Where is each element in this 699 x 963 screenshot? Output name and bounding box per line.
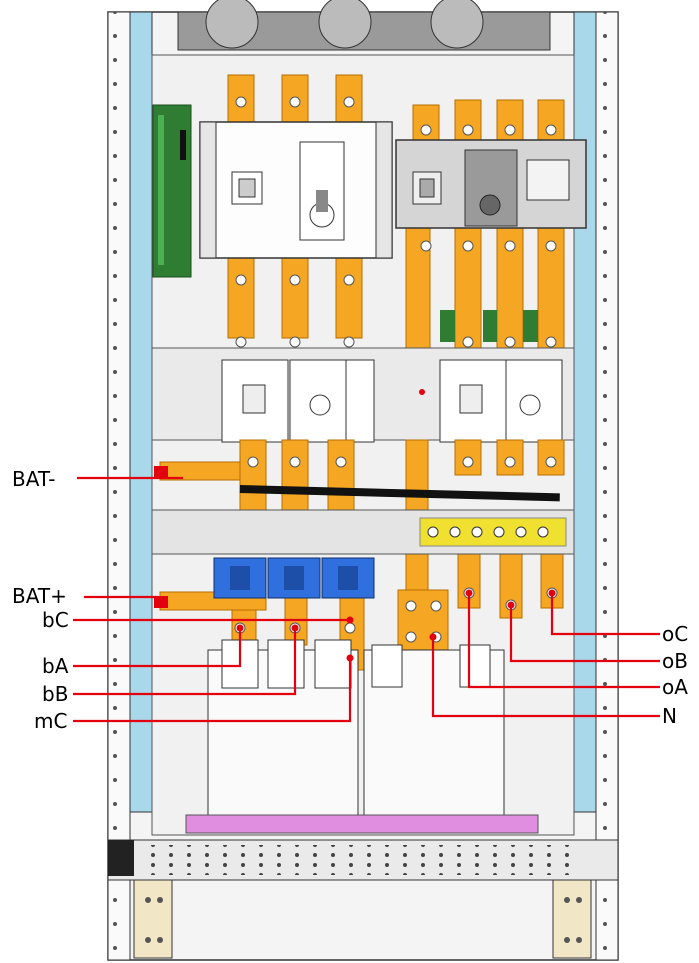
terminal-strip xyxy=(419,517,567,547)
leader-oC xyxy=(550,593,660,636)
label-bat-minus: BAT- xyxy=(12,467,55,491)
leader-lines xyxy=(73,476,660,723)
label-bA: bA xyxy=(42,654,69,678)
upper-right-busbars xyxy=(405,99,565,359)
output-breaker-right xyxy=(395,139,587,229)
upper-right-green-blocks xyxy=(440,310,538,342)
base-section xyxy=(107,814,619,959)
label-oA: oA xyxy=(662,675,688,699)
leader-endpoints xyxy=(236,589,556,662)
main-breaker-left xyxy=(199,121,393,259)
leader-bB xyxy=(73,628,297,696)
leader-N xyxy=(431,637,660,718)
leader-mC xyxy=(73,658,352,723)
upper-right-busbar-holes xyxy=(420,124,557,348)
upper-left-busbars xyxy=(227,74,363,339)
control-pcb xyxy=(152,104,192,278)
label-N: N xyxy=(662,704,677,728)
lower-rail xyxy=(151,509,575,555)
fuse-holders xyxy=(213,557,375,599)
label-bat-plus: BAT+ xyxy=(12,584,67,608)
label-mC: mC xyxy=(34,709,67,733)
lower-busbars xyxy=(231,439,565,671)
label-oC: oC xyxy=(662,622,688,646)
top-fan-unit xyxy=(177,0,551,51)
upper-left-busbar-holes xyxy=(235,96,355,348)
middle-rail xyxy=(151,347,575,443)
label-oB: oB xyxy=(662,649,688,673)
leader-oA xyxy=(467,593,660,689)
leader-oB xyxy=(509,605,660,663)
label-bB: bB xyxy=(42,682,68,706)
lower-contactors xyxy=(207,639,505,821)
callout-labels: BAT- BAT+ bC bA bB mC oC oB oA N xyxy=(12,467,688,733)
leader-bA xyxy=(73,628,242,668)
label-bC: bC xyxy=(42,608,69,632)
battery-busbars xyxy=(154,461,560,611)
